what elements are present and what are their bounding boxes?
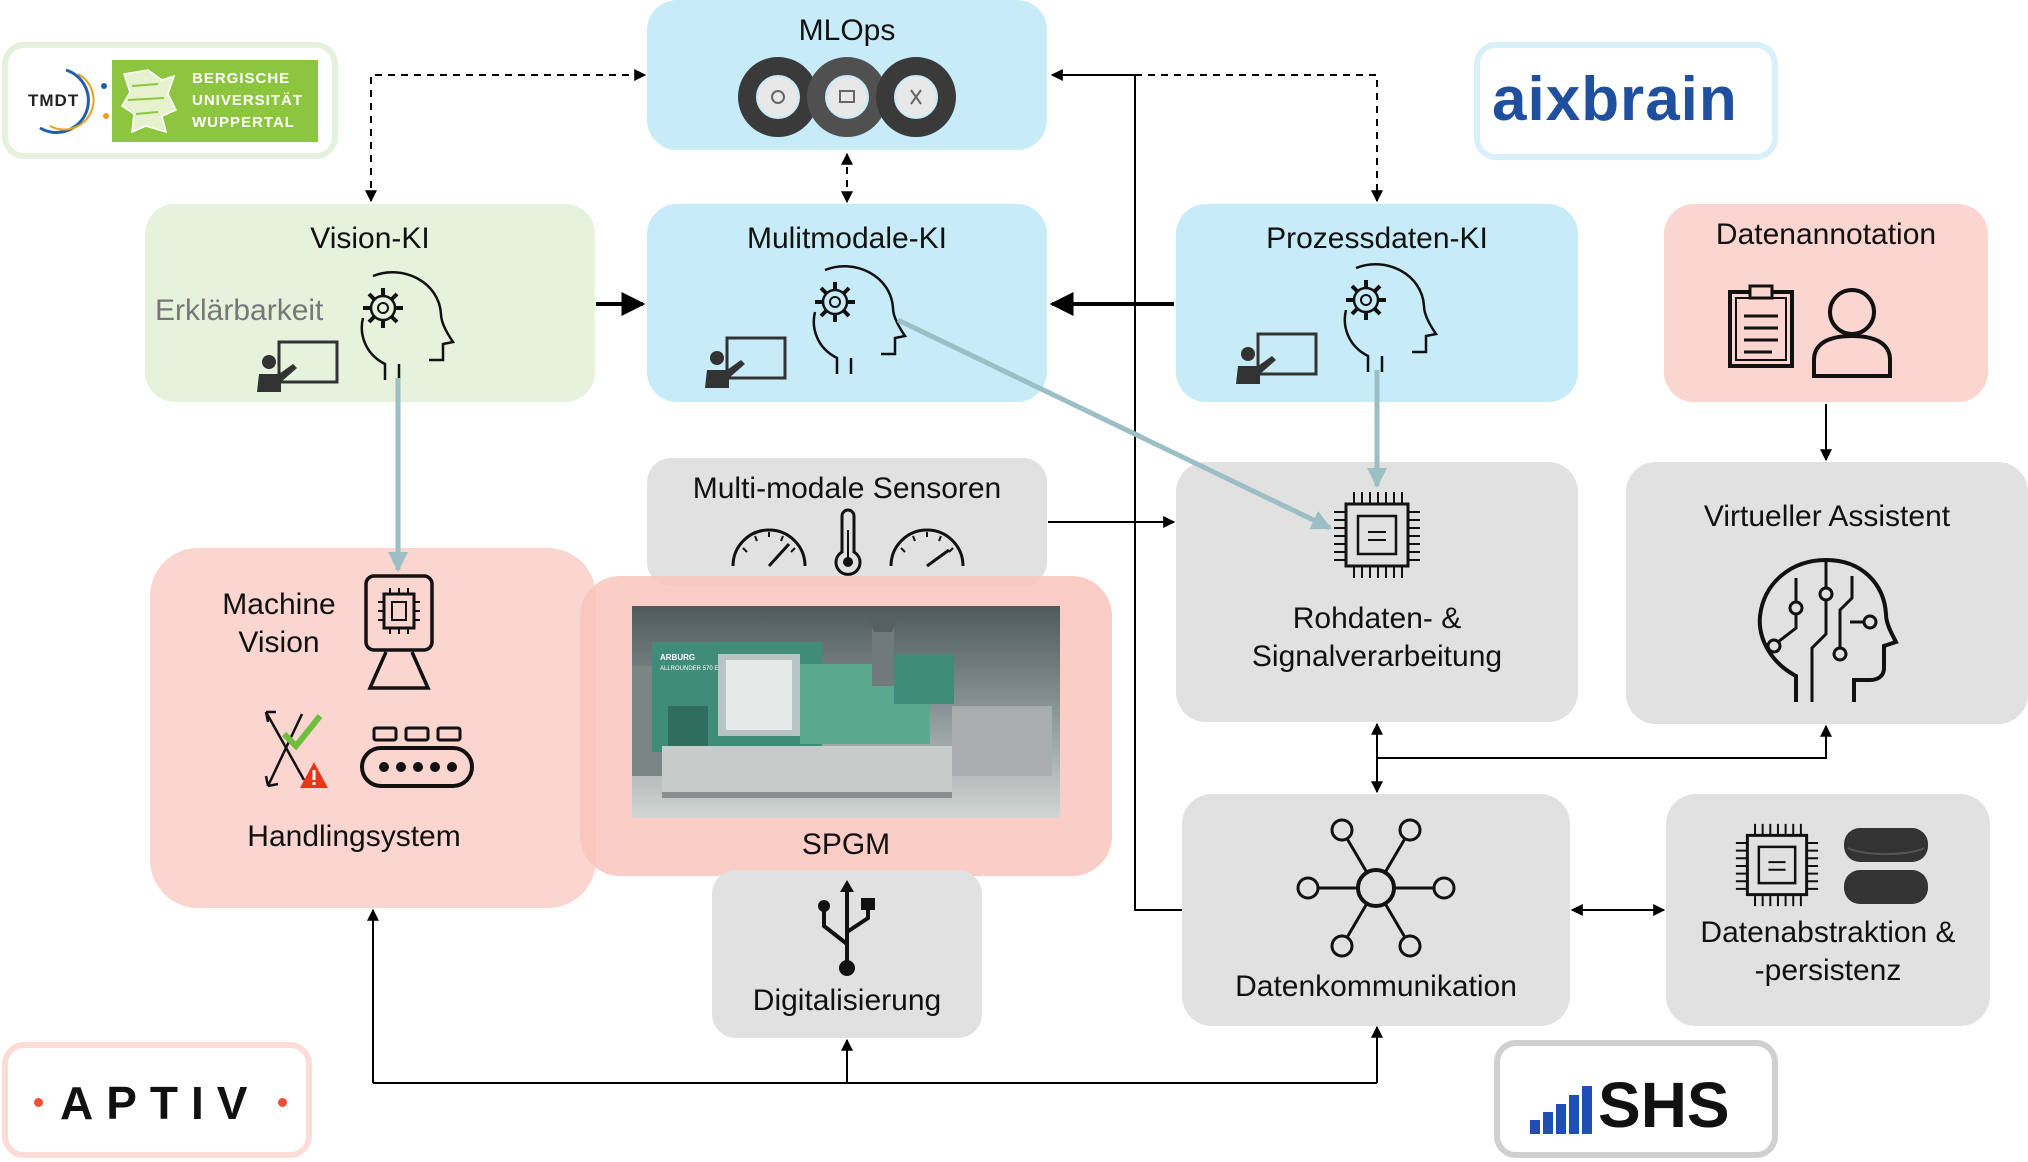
injection-molding-machine-image: ARBURG ALLROUNDER 570 E xyxy=(632,606,1060,818)
buw-line2: UNIVERSITÄT xyxy=(192,92,304,109)
multimodale-ki-title: Mulitmodale-KI xyxy=(746,222,948,255)
shs-logo: SHS xyxy=(1494,1040,1778,1158)
datenabstraktion-box: Datenabstraktion & -persistenz xyxy=(1666,794,1990,1026)
datenabstraktion-line2: -persistenz xyxy=(1754,954,1902,987)
datenabstraktion-line1: Datenabstraktion & xyxy=(1700,916,1956,949)
cpu-icon xyxy=(1735,823,1819,907)
aixbrain-text: aixbrain xyxy=(1492,65,1738,134)
mlops-title: MLOps xyxy=(798,14,896,47)
brain-circuit-icon xyxy=(1756,558,1898,704)
buw-logo-block: BERGISCHE UNIVERSITÄT WUPPERTAL xyxy=(112,60,318,142)
handlingsystem-title: Handlingsystem xyxy=(247,820,461,853)
network-hub-icon xyxy=(1294,808,1458,968)
gauge-icon xyxy=(887,520,967,570)
spgm-box: ARBURG ALLROUNDER 570 E SPGM xyxy=(580,576,1112,876)
assistent-title: Virtueller Assistent xyxy=(1703,500,1951,533)
vision-ki-box: Vision-KI Erklärbarkeit xyxy=(145,204,595,402)
vision-ki-title: Vision-KI xyxy=(310,222,430,255)
warning-icon xyxy=(300,762,328,788)
sorting-icon xyxy=(262,708,338,790)
arrow-branch-assistent xyxy=(1377,724,1832,759)
user-icon xyxy=(1810,286,1894,378)
dashed-arrow-vision-mlops xyxy=(365,69,647,203)
aptiv-dot-right xyxy=(278,1098,287,1107)
dashed-arrow-mlops-prozess xyxy=(1135,74,1383,203)
ai-head-gear-icon xyxy=(1326,260,1436,374)
tmdt-ring-icon xyxy=(26,64,109,140)
assistent-box: Virtueller Assistent xyxy=(1626,462,2028,724)
ai-head-gear-icon xyxy=(343,268,453,382)
ai-head-gear-icon xyxy=(795,262,905,376)
clipboard-icon xyxy=(1728,284,1794,368)
shs-text: SHS xyxy=(1598,1069,1730,1141)
buw-line3: WUPPERTAL xyxy=(192,114,295,131)
teal-arrow-multimodal-rohdaten xyxy=(896,317,1332,531)
handlingsystem-box: Machine Vision Handlingsystem xyxy=(150,548,596,908)
tmdt-buw-logo: TMDT BERGISCHE UNIVERSITÄT WUPPERTAL xyxy=(2,42,338,159)
svg-text:ARBURG: ARBURG xyxy=(660,653,695,662)
rohdaten-title-line1: Rohdaten- & xyxy=(1292,602,1462,635)
presentation-icon xyxy=(1236,332,1320,384)
usb-icon xyxy=(818,880,875,976)
thermometer-icon xyxy=(833,510,863,576)
aptiv-logo: APTIV xyxy=(2,1042,312,1158)
mlops-cycle-icon xyxy=(737,56,957,138)
camera-chip-icon xyxy=(364,574,434,690)
presentation-icon xyxy=(705,336,789,388)
buw-lion-icon xyxy=(118,66,180,136)
arrow-datenkomm-mlops xyxy=(1050,69,1182,911)
conveyor-icon xyxy=(360,726,474,788)
rohdaten-box: Rohdaten- & Signalverarbeitung xyxy=(1176,462,1578,722)
buw-line1: BERGISCHE xyxy=(192,70,291,87)
digitalisierung-box: Digitalisierung xyxy=(712,870,982,1038)
datenannotation-box: Datenannotation xyxy=(1664,204,1988,402)
digitalisierung-title: Digitalisierung xyxy=(752,984,942,1017)
mlops-box: MLOps xyxy=(647,0,1047,150)
cpu-icon xyxy=(1334,492,1420,578)
rohdaten-title-line2: Signalverarbeitung xyxy=(1251,640,1503,673)
sensoren-title: Multi-modale Sensoren xyxy=(692,472,1002,505)
aptiv-dot-left xyxy=(34,1098,43,1107)
prozessdaten-ki-title: Prozessdaten-KI xyxy=(1266,222,1488,255)
multimodale-ki-box: Mulitmodale-KI xyxy=(647,204,1047,402)
vision-ki-subtitle: Erklärbarkeit xyxy=(155,294,324,327)
shs-bars-icon xyxy=(1530,1086,1592,1134)
tmdt-text: TMDT xyxy=(28,91,80,110)
gauge-icon xyxy=(729,520,809,570)
database-icon xyxy=(1844,828,1928,904)
aptiv-text: APTIV xyxy=(60,1077,261,1129)
machine-label-text: ALLROUNDER 570 E xyxy=(660,666,718,672)
datenkommunikation-box: Datenkommunikation xyxy=(1182,794,1570,1026)
machine-vision-line1: Machine xyxy=(222,588,336,621)
presentation-icon xyxy=(257,340,341,392)
prozessdaten-ki-box: Prozessdaten-KI xyxy=(1176,204,1578,402)
aixbrain-logo: aixbrain xyxy=(1474,42,1778,160)
spgm-title: SPGM xyxy=(801,828,891,861)
datenannotation-title: Datenannotation xyxy=(1715,218,1937,251)
machine-vision-line2: Vision xyxy=(238,626,320,659)
datenkommunikation-title: Datenkommunikation xyxy=(1235,970,1517,1003)
sensoren-box: Multi-modale Sensoren xyxy=(647,458,1047,586)
